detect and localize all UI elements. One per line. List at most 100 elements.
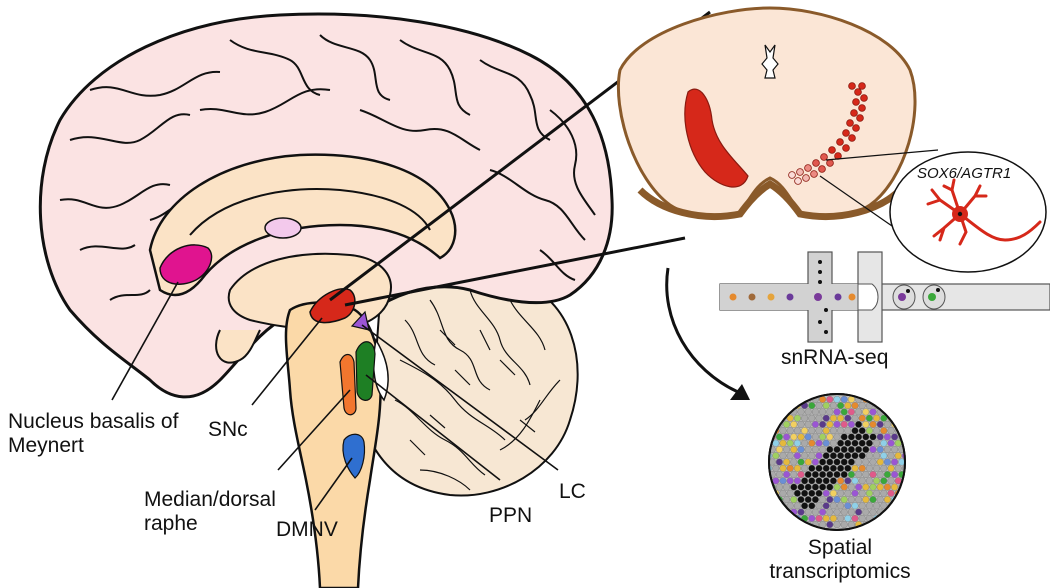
spatial-spot (822, 402, 830, 410)
spatial-spot (891, 433, 899, 441)
spatial-spot (826, 471, 834, 479)
label-ppn: PPN (489, 504, 533, 527)
spatial-spot (876, 521, 884, 529)
spatial-spot (847, 508, 855, 516)
spatial-spot (858, 502, 866, 510)
spatial-spot (786, 402, 794, 410)
label-spatial-line2: transcriptomics (769, 560, 911, 583)
spatial-spot (883, 471, 891, 479)
spatial-spot (837, 427, 845, 435)
spatial-spot (862, 471, 870, 479)
spatial-spot (876, 483, 884, 491)
spatial-spot (786, 439, 794, 447)
spatial-spot (909, 440, 916, 447)
spatial-spot (851, 514, 859, 522)
spatial-spot (869, 471, 877, 479)
spatial-spot (869, 408, 877, 416)
spatial-spot (844, 439, 852, 447)
spatial-spot (858, 402, 866, 410)
neuron-bubble (889, 151, 1047, 273)
label-nbm-line2: Meynert (8, 434, 84, 457)
spatial-spot (855, 496, 863, 504)
spatial-spot (844, 502, 852, 510)
spatial-spot (772, 439, 780, 447)
label-dmnv: DMNV (276, 518, 338, 541)
spatial-spot (898, 408, 904, 416)
spatial-spot (906, 434, 913, 441)
spatial-spot (865, 489, 873, 497)
spatial-spot (822, 414, 830, 422)
spatial-spot (837, 464, 845, 472)
spatial-spot (833, 446, 841, 454)
snc-left (684, 88, 749, 188)
spatial-spot (783, 395, 791, 403)
midbrain-section (616, 6, 917, 220)
spatial-spot (837, 477, 845, 485)
spatial-spot (770, 508, 776, 516)
spatial-spot (819, 471, 827, 479)
spatial-spot (891, 508, 899, 516)
spatial-spot (762, 409, 769, 416)
spatial-spot (770, 420, 776, 428)
spatial-spot (783, 433, 791, 441)
spatial-spot (883, 458, 891, 466)
spatial-spot (909, 515, 916, 522)
spatial-spot (865, 452, 873, 460)
spatial-spot (891, 446, 899, 454)
spatial-spot (901, 414, 904, 422)
spatial-spot (783, 521, 791, 529)
spatial-spot (772, 414, 780, 422)
spatial-spot (847, 446, 855, 454)
spatial-spot (851, 402, 859, 410)
spatial-spot (909, 427, 916, 434)
spatial-spot (837, 452, 845, 460)
spatial-spot (793, 427, 801, 435)
spatial-spot (862, 496, 870, 504)
spatial-spot (909, 452, 916, 459)
spatial-spot (873, 489, 881, 497)
spatial-spot (779, 427, 787, 435)
spatial-spot (822, 514, 830, 522)
spatial-spot (837, 489, 845, 497)
spatial-spot (779, 514, 787, 522)
spatial-spot (887, 489, 895, 497)
spatial-spot (808, 489, 816, 497)
spatial-spot (808, 439, 816, 447)
spatial-spot (815, 489, 823, 497)
spatial-spot (775, 483, 783, 491)
spatial-spot (833, 458, 841, 466)
spatial-spot (855, 408, 863, 416)
spatial-spot (775, 521, 783, 529)
spatial-spot (901, 514, 904, 522)
locus-coeruleus (350, 310, 370, 331)
spatial-spot (786, 502, 794, 510)
spatial-spot (833, 420, 841, 428)
spatial-spot (880, 489, 888, 497)
cerebellar-folia (394, 289, 561, 491)
spatial-spot (804, 420, 812, 428)
spatial-spot (869, 458, 877, 466)
spatial-spot (844, 514, 852, 522)
spatial-spot (873, 477, 881, 485)
spatial-spot (844, 402, 852, 410)
spatial-spot (898, 395, 904, 403)
spatial-spot (840, 408, 848, 416)
spatial-spot (891, 521, 899, 529)
spatial-spot (909, 478, 916, 485)
spatial-spot (822, 464, 830, 472)
spatial-spot (772, 502, 780, 510)
spatial-spot (815, 464, 823, 472)
spatial-spot (883, 420, 891, 428)
spatial-spot (790, 446, 798, 454)
spatial-spot (858, 427, 866, 435)
spatial-spot (793, 439, 801, 447)
spatial-spot (869, 508, 877, 516)
spatial-spot (887, 439, 895, 447)
spatial-spot (815, 402, 823, 410)
spatial-spot (790, 483, 798, 491)
spatial-spot (847, 433, 855, 441)
spatial-spot (851, 414, 859, 422)
spatial-spot (858, 452, 866, 460)
spatial-spot (779, 464, 787, 472)
spatial-spot (786, 414, 794, 422)
